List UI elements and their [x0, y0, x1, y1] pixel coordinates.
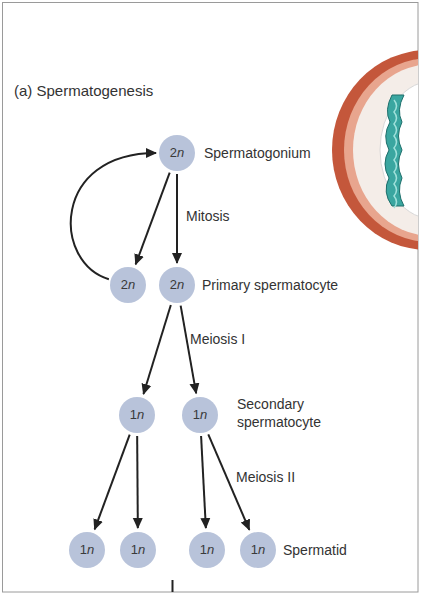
- cell-circle: 2n: [110, 267, 146, 303]
- digit: 1: [131, 542, 138, 557]
- process-label: Mitosis: [186, 207, 230, 225]
- cell-circle: 2nSpermatogonium: [159, 135, 195, 171]
- cell-circle: 1n: [189, 532, 225, 568]
- variable-letter: n: [137, 407, 144, 422]
- stage-name: Primary spermatocyte: [202, 276, 402, 294]
- stage-name: Secondary spermatocyte: [237, 395, 332, 431]
- ploidy-label: 1n: [119, 397, 155, 433]
- arrow-connector: [201, 436, 206, 528]
- arrow-connector: [136, 173, 170, 265]
- variable-letter: n: [207, 542, 214, 557]
- continuation-line: [172, 580, 174, 592]
- cell-circle: 1n: [119, 397, 155, 433]
- arrow-connector: [71, 153, 156, 279]
- stage-name: Spermatid: [283, 541, 403, 559]
- digit: 1: [193, 407, 200, 422]
- arrow-connector: [181, 306, 197, 394]
- ploidy-label: 1n: [240, 532, 276, 568]
- variable-letter: n: [177, 145, 184, 160]
- digit: 2: [121, 277, 128, 292]
- cell-circle: 1nSpermatid: [240, 532, 276, 568]
- cell-circle: 1n: [120, 532, 156, 568]
- arrow-connector: [143, 305, 170, 394]
- stage-name: Spermatogonium: [204, 144, 344, 162]
- variable-letter: n: [177, 277, 184, 292]
- cell-circle: 1n: [69, 532, 105, 568]
- arrow-connector: [136, 436, 139, 528]
- digit: 2: [170, 145, 177, 160]
- ploidy-label: 1n: [182, 397, 218, 433]
- ploidy-label: 2n: [159, 135, 195, 171]
- arrow-connector: [176, 174, 178, 263]
- variable-letter: n: [128, 277, 135, 292]
- variable-letter: n: [87, 542, 94, 557]
- diagram-title: (a) Spermatogenesis: [14, 82, 153, 100]
- digit: 1: [80, 542, 87, 557]
- testis-illustration: [332, 50, 418, 250]
- ploidy-label: 2n: [159, 267, 195, 303]
- variable-letter: n: [200, 407, 207, 422]
- digit: 1: [251, 542, 258, 557]
- ploidy-label: 1n: [120, 532, 156, 568]
- ploidy-label: 1n: [189, 532, 225, 568]
- process-label: Meiosis I: [190, 330, 245, 348]
- digit: 2: [170, 277, 177, 292]
- ploidy-label: 1n: [69, 532, 105, 568]
- cell-circle: 2nPrimary spermatocyte: [159, 267, 195, 303]
- process-label: Meiosis II: [236, 468, 295, 486]
- digit: 1: [200, 542, 207, 557]
- ploidy-label: 2n: [110, 267, 146, 303]
- digit: 1: [130, 407, 137, 422]
- variable-letter: n: [258, 542, 265, 557]
- cell-circle: 1nSecondary spermatocyte: [182, 397, 218, 433]
- variable-letter: n: [138, 542, 145, 557]
- arrow-connector: [95, 435, 130, 530]
